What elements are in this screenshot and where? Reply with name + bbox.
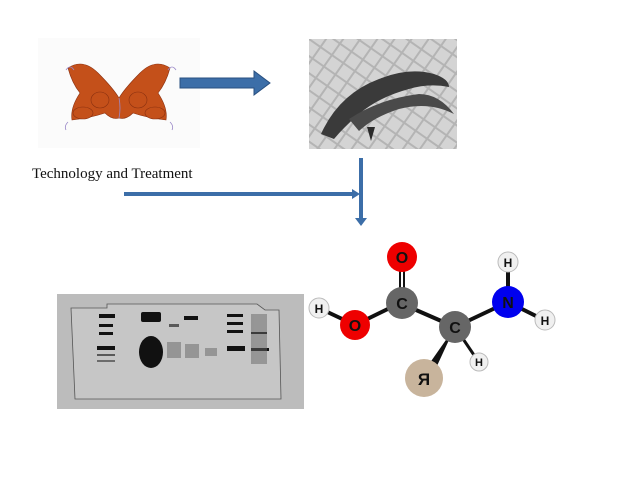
protein-structure-image (38, 38, 200, 148)
atom-N: N (492, 286, 524, 318)
right-arrow (179, 70, 271, 96)
atom-H1: H (308, 297, 330, 319)
atom-label: H (315, 302, 324, 316)
fish-photo-image (309, 39, 457, 149)
amino-acid-model: O C O H C N H H H R (300, 235, 580, 405)
atom-H3: H (534, 309, 556, 331)
caption-label: Technology and Treatment (32, 166, 193, 182)
atom-label: O (349, 318, 361, 335)
sds-page-gel-image (57, 294, 304, 409)
atom-C1: C (386, 287, 418, 319)
atom-label: N (502, 295, 514, 312)
atom-O2: O (340, 310, 370, 340)
atom-O1: O (387, 242, 417, 272)
connector-arrows (124, 158, 367, 226)
atom-label: C (396, 296, 408, 313)
horizontal-arrow-head (352, 189, 360, 199)
atom-H4: H (469, 352, 489, 372)
atom-R: R (405, 359, 443, 397)
atom-H2: H (497, 251, 519, 273)
horizontal-arrow-shaft (124, 192, 356, 196)
vertical-arrow-shaft (359, 158, 363, 220)
atom-label: R (418, 370, 430, 389)
vertical-arrow-head (355, 218, 367, 226)
atom-label: H (541, 314, 550, 328)
atom-label: H (504, 256, 513, 270)
atom-label: H (475, 357, 483, 369)
atom-label: C (449, 320, 461, 337)
atom-C2: C (439, 311, 471, 343)
atom-label: O (396, 250, 408, 267)
